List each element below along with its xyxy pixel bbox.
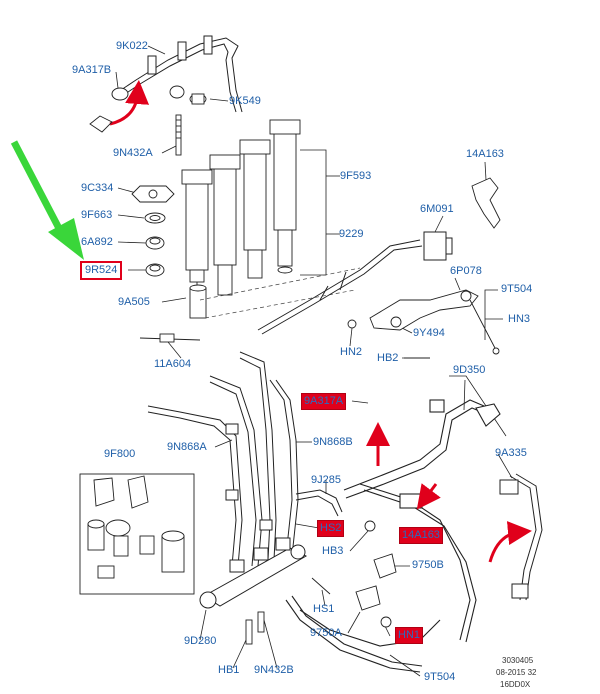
- label-9a317a[interactable]: 9A317A: [300, 393, 347, 410]
- label-hn3[interactable]: HN3: [508, 313, 531, 325]
- wiring-harness: [257, 231, 453, 335]
- label-hb3[interactable]: HB3: [322, 545, 344, 557]
- label-9n868b[interactable]: 9N868B: [313, 436, 353, 448]
- label-9j285[interactable]: 9J285: [311, 474, 341, 486]
- label-14a163[interactable]: 14A163: [466, 148, 504, 160]
- label-9a505[interactable]: 9A505: [118, 296, 150, 308]
- footer-date: 08-2015 32: [496, 668, 537, 677]
- label-9d350[interactable]: 9D350: [453, 364, 486, 376]
- label-11a604[interactable]: 11A604: [154, 358, 192, 370]
- label-9r524[interactable]: 9R524: [80, 261, 123, 280]
- leak-off-pipe: [111, 35, 243, 113]
- label-9229[interactable]: 9229: [339, 228, 364, 240]
- fuel-hoses-right: [285, 399, 501, 673]
- fuel-rail: [199, 537, 308, 609]
- label-9n868a[interactable]: 9N868A: [167, 441, 207, 453]
- label-9a317b[interactable]: 9A317B: [72, 64, 112, 76]
- label-9k022[interactable]: 9K022: [116, 40, 148, 52]
- glow-plug: [139, 333, 201, 343]
- label-hn1[interactable]: HN1: [394, 627, 424, 644]
- red-arrow-top: [109, 80, 150, 126]
- label-9a335[interactable]: 9A335: [495, 447, 527, 459]
- label-14a163-lower[interactable]: 14A163: [399, 527, 443, 544]
- label-hs2[interactable]: HS2: [316, 520, 345, 537]
- label-9t504-bottom[interactable]: 9T504: [424, 671, 456, 683]
- label-9y494[interactable]: 9Y494: [413, 327, 445, 339]
- footer-ref-number: 3030405: [502, 656, 534, 665]
- label-6p078[interactable]: 6P078: [450, 265, 482, 277]
- label-6m091[interactable]: 6M091: [420, 203, 454, 215]
- kit-9f800: [79, 473, 195, 595]
- label-hb1[interactable]: HB1: [218, 664, 240, 676]
- hp-pipes-a: [147, 351, 277, 567]
- label-9k549[interactable]: 9K549: [229, 95, 261, 107]
- return-hose: [295, 489, 343, 517]
- sensor-14a163: [471, 177, 501, 229]
- label-9c334[interactable]: 9C334: [81, 182, 114, 194]
- label-9d280[interactable]: 9D280: [184, 635, 217, 647]
- injectors: [175, 114, 301, 319]
- label-9f593[interactable]: 9F593: [340, 170, 372, 182]
- clip-9a317b: [89, 115, 113, 133]
- bracket-6p078: [347, 289, 500, 359]
- green-pointer-arrow: [10, 140, 84, 260]
- label-9f800[interactable]: 9F800: [104, 448, 136, 460]
- label-9t504-top[interactable]: 9T504: [501, 283, 533, 295]
- footer-code: 16DD0X: [500, 680, 531, 689]
- label-9f663[interactable]: 9F663: [81, 209, 113, 221]
- label-9n432b[interactable]: 9N432B: [254, 664, 294, 676]
- label-hn2[interactable]: HN2: [340, 346, 363, 358]
- label-hb2[interactable]: HB2: [377, 352, 399, 364]
- lower-clips: [245, 520, 397, 645]
- red-arrows-lower: [366, 422, 532, 563]
- bracket-9a335: [499, 473, 543, 601]
- label-9750b[interactable]: 9750B: [412, 559, 444, 571]
- label-6a892[interactable]: 6A892: [81, 236, 113, 248]
- label-hs1[interactable]: HS1: [313, 603, 335, 615]
- small-parts-top: [169, 85, 207, 105]
- hp-pipe-b: [269, 379, 299, 557]
- seals-left: [131, 185, 175, 277]
- label-9750a[interactable]: 9750A: [310, 627, 342, 639]
- label-9n432a[interactable]: 9N432A: [113, 147, 153, 159]
